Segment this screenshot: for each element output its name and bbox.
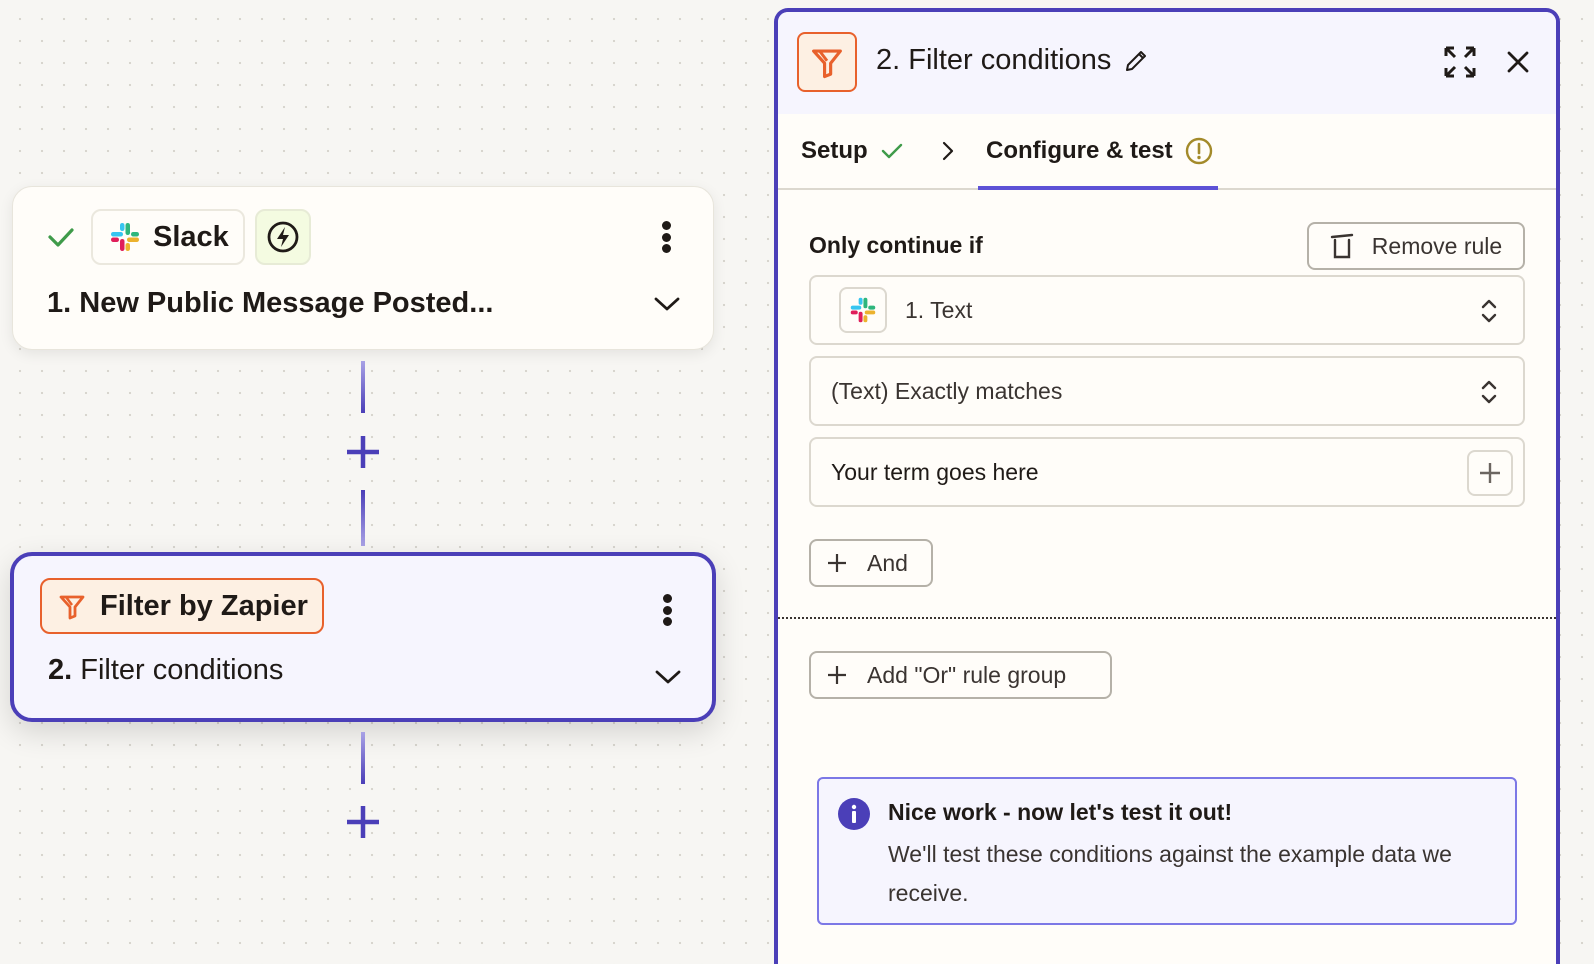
chevron-updown-icon [1481, 299, 1497, 323]
alert-circle-icon [1185, 137, 1212, 165]
or-button-label: Add "Or" rule group [867, 661, 1067, 688]
dot [661, 244, 671, 253]
field-app-icon [839, 287, 887, 333]
remove-rule-button[interactable]: Remove rule [1307, 222, 1525, 270]
term-input[interactable]: Your term goes here [809, 437, 1525, 507]
connector-line [361, 732, 365, 784]
pencil-icon[interactable] [1123, 48, 1149, 74]
app-name: Slack [153, 220, 229, 253]
step-card-slack-trigger[interactable]: Slack 1. New Public Message Posted... [12, 186, 714, 350]
info-callout: Nice work - now let's test it out! We'll… [817, 777, 1517, 925]
tab-configure-test[interactable]: Configure & test [986, 136, 1213, 166]
step-card-filter[interactable]: Filter by Zapier 2. Filter conditions [10, 552, 716, 722]
step-menu-button[interactable] [654, 217, 678, 257]
field-select[interactable]: 1. Text [809, 275, 1525, 345]
rule-label: Only continue if [809, 232, 983, 258]
app-chip-slack: Slack [91, 209, 245, 265]
dot [661, 221, 671, 230]
term-placeholder: Your term goes here [831, 458, 1039, 485]
step-tabs: Setup Configure & test [778, 114, 1556, 190]
panel-app-icon [797, 32, 857, 92]
chevron-right-icon [942, 141, 954, 161]
app-chip-filter: Filter by Zapier [40, 578, 324, 634]
remove-rule-label: Remove rule [1371, 232, 1503, 259]
panel-title: 2. Filter conditions [876, 44, 1149, 77]
add-step-button[interactable] [343, 432, 383, 472]
step-editor-panel: 2. Filter conditions Setup Configure & t… [774, 8, 1560, 964]
tab-label: Configure & test [986, 137, 1173, 164]
info-title: Nice work - now let's test it out! [888, 799, 1233, 825]
add-and-condition-button[interactable]: And [809, 539, 933, 587]
slack-icon [850, 297, 876, 323]
insert-data-button[interactable] [1467, 450, 1513, 496]
filter-icon [59, 595, 85, 620]
panel-title-text: 2. Filter conditions [876, 44, 1112, 76]
condition-select[interactable]: (Text) Exactly matches [809, 356, 1525, 426]
connector-line [361, 361, 365, 413]
trash-icon [1330, 233, 1353, 259]
dot [662, 605, 672, 615]
info-body: We'll test these conditions against the … [888, 841, 1452, 906]
check-icon [48, 228, 74, 247]
filter-icon [812, 49, 842, 79]
add-step-button[interactable] [343, 802, 383, 842]
add-or-rule-group-button[interactable]: Add "Or" rule group [809, 651, 1112, 699]
step-title: 2. Filter conditions [48, 654, 283, 687]
step-title-text: Filter conditions [80, 654, 284, 686]
plus-icon [828, 554, 846, 572]
rule-group-divider [778, 617, 1556, 619]
close-icon[interactable] [1506, 50, 1530, 74]
step-number: 1. [47, 287, 72, 319]
check-icon [881, 143, 902, 159]
field-value: 1. Text [905, 296, 973, 323]
step-title: 1. New Public Message Posted... [47, 287, 493, 320]
chevron-down-icon[interactable] [653, 295, 681, 313]
active-tab-indicator [978, 186, 1218, 190]
card-header-row: Slack [47, 209, 311, 265]
step-number: 2. [48, 654, 73, 686]
expand-icon[interactable] [1444, 46, 1476, 78]
chevron-down-icon[interactable] [654, 668, 682, 686]
chevron-updown-icon [1481, 380, 1497, 404]
tab-setup[interactable]: Setup [801, 136, 904, 166]
condition-value: (Text) Exactly matches [831, 377, 1063, 404]
tab-label: Setup [801, 137, 868, 164]
connector-line [361, 490, 365, 546]
app-name: Filter by Zapier [100, 589, 308, 622]
plus-icon [1480, 463, 1500, 483]
dot [662, 617, 672, 626]
step-title-text: New Public Message Posted... [79, 287, 494, 319]
lightning-bolt-icon [267, 221, 299, 253]
step-menu-button[interactable] [655, 590, 679, 630]
slack-icon [111, 223, 139, 251]
panel-header: 2. Filter conditions [778, 12, 1556, 114]
dot [661, 232, 671, 242]
trigger-badge [254, 209, 311, 265]
info-icon [838, 798, 870, 830]
plus-icon [828, 666, 846, 684]
dot [662, 594, 672, 603]
and-button-label: And [867, 549, 908, 576]
